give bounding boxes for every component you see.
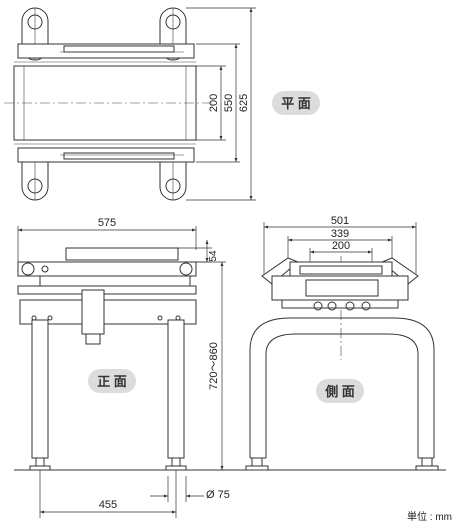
front-dim-height: 720～860 [208, 342, 220, 390]
plan-view: 200 550 625 平 面 [4, 7, 320, 201]
unit-note: 単位 : mm [407, 510, 452, 523]
front-dim-54: 54 [208, 250, 219, 262]
side-dim-200: 200 [332, 240, 350, 252]
air-filter [81, 289, 105, 335]
front-dim-455: 455 [99, 499, 117, 511]
front-dim-575: 575 [98, 217, 116, 229]
side-view-label: 側 面 [324, 384, 355, 399]
front-view-label: 正 面 [97, 374, 127, 389]
front-view: 575 54 720～860 [14, 217, 240, 518]
side-dim-501: 501 [331, 215, 349, 227]
front-conveyor [17, 261, 197, 277]
side-view: 501 339 200 [240, 215, 446, 471]
plan-dim-625: 625 [238, 94, 250, 112]
front-dim-diameter: Ø 75 [206, 489, 230, 501]
plan-dim-200: 200 [208, 94, 220, 112]
front-leg-right [167, 319, 185, 459]
plan-dim-550: 550 [223, 94, 235, 112]
side-arch-frame [249, 317, 435, 458]
front-leg-left [31, 319, 49, 459]
plan-view-label: 平 面 [281, 96, 311, 111]
side-dim-339: 339 [331, 228, 349, 240]
